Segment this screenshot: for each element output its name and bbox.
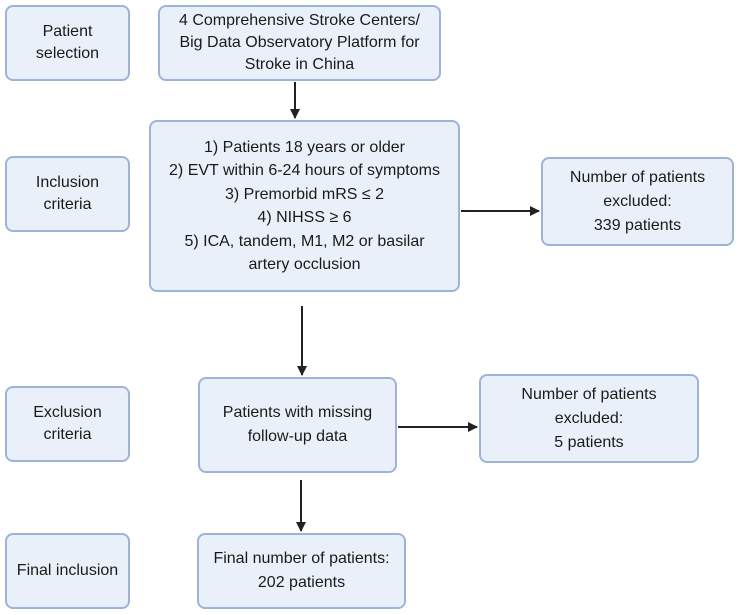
stage-label-line: Patient xyxy=(42,23,93,40)
source-line: Big Data Observatory Platform for xyxy=(179,34,420,51)
stage-label-line: criteria xyxy=(43,196,92,213)
source-box: 4 Comprehensive Stroke Centers/ Big Data… xyxy=(158,5,441,81)
inclusion-line: 2) EVT within 6-24 hours of symptoms xyxy=(169,162,440,179)
exclusion-line: Patients with missing xyxy=(222,404,373,421)
stage-final-inclusion: Final inclusion xyxy=(5,533,130,609)
excluded-box-2: Number of patients excluded: 5 patients xyxy=(479,374,699,463)
stage-label-line: Inclusion xyxy=(35,174,100,191)
inclusion-criteria-box: 1) Patients 18 years or older 2) EVT wit… xyxy=(149,120,460,292)
final-count: 202 patients xyxy=(257,574,346,591)
inclusion-line: 3) Premorbid mRS ≤ 2 xyxy=(224,185,385,203)
excluded-count: 339 patients xyxy=(593,216,682,234)
excluded-box-1: Number of patients excluded: 339 patient… xyxy=(541,157,734,246)
excluded-count: 5 patients xyxy=(554,433,624,451)
final-line: Final number of patients: xyxy=(213,550,390,567)
inclusion-line: artery occlusion xyxy=(248,256,361,273)
stage-inclusion-criteria: Inclusion criteria xyxy=(5,156,130,232)
stage-label-line: Exclusion xyxy=(33,404,102,421)
source-line: Stroke in China xyxy=(244,56,355,73)
inclusion-line: 4) NIHSS ≥ 6 xyxy=(257,209,352,226)
stage-label-line: selection xyxy=(35,45,100,62)
excluded-line: excluded: xyxy=(554,409,624,427)
inclusion-line: 5) ICA, tandem, M1, M2 or basilar xyxy=(184,232,425,250)
exclusion-criteria-box: Patients with missing follow-up data xyxy=(198,377,397,473)
excluded-line: Number of patients xyxy=(569,168,706,186)
inclusion-line: 1) Patients 18 years or older xyxy=(204,138,405,156)
excluded-line: excluded: xyxy=(603,192,672,210)
stage-patient-selection: Patient selection xyxy=(5,5,130,81)
final-box: Final number of patients: 202 patients xyxy=(197,533,406,609)
stage-exclusion-criteria: Exclusion criteria xyxy=(5,386,130,462)
stage-label-line: criteria xyxy=(43,426,92,443)
stage-label-line: Final inclusion xyxy=(16,562,119,579)
exclusion-line: follow-up data xyxy=(247,428,348,445)
excluded-line: Number of patients xyxy=(521,385,657,403)
source-line: 4 Comprehensive Stroke Centers/ xyxy=(179,12,420,29)
